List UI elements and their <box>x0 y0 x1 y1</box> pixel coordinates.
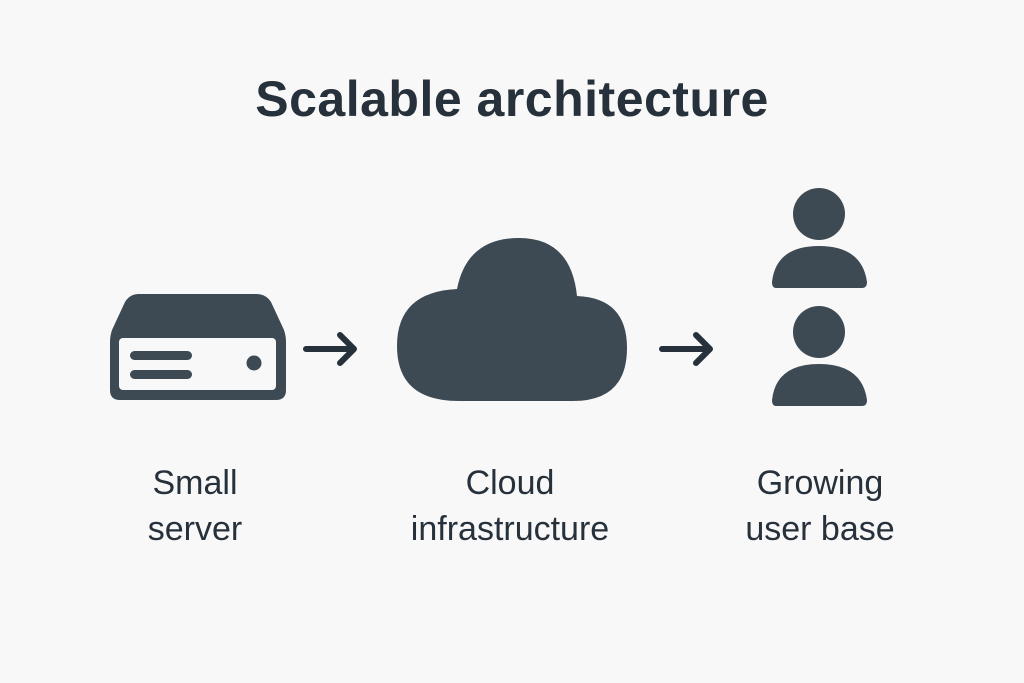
user-icon <box>772 306 867 406</box>
users-icon <box>772 188 867 406</box>
label-line: Cloud <box>465 464 555 502</box>
server-icon <box>110 294 286 400</box>
label-line: user base <box>745 510 895 548</box>
arrow-right-icon <box>659 332 713 366</box>
arrow-right-icon <box>303 332 357 366</box>
label-line: server <box>147 510 243 548</box>
label-line: Growing <box>756 464 884 502</box>
cloud-icon <box>397 238 627 401</box>
node-label-cloud-infrastructure: Cloud infrastructure <box>370 460 650 552</box>
label-line: infrastructure <box>410 510 610 548</box>
node-label-small-server: Small server <box>95 460 295 552</box>
user-icon <box>772 188 867 288</box>
node-label-growing-user-base: Growing user base <box>710 460 930 552</box>
label-line: Small <box>152 464 238 502</box>
diagram-title: Scalable architecture <box>255 71 769 127</box>
